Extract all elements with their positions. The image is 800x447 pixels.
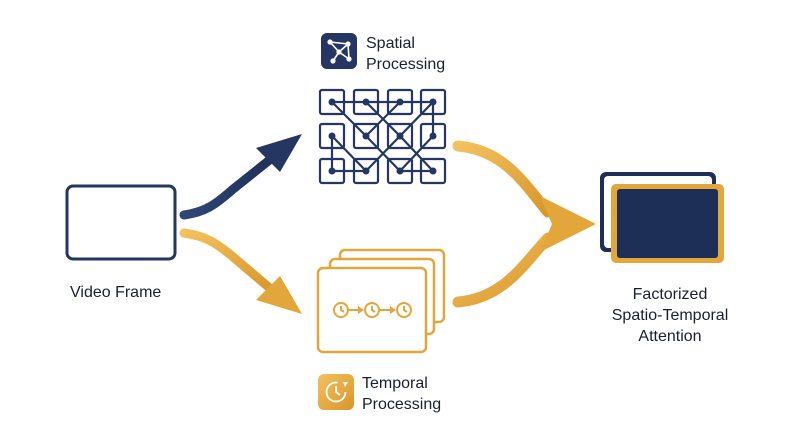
temporal-frame-stack bbox=[316, 248, 446, 354]
attention-label-line-2: Spatio-Temporal bbox=[611, 307, 729, 324]
temporal-label-line-2: Processing bbox=[362, 396, 442, 413]
video-frame-box bbox=[65, 184, 177, 261]
clock-cycle-icon bbox=[318, 374, 354, 410]
attention-arrowhead bbox=[540, 196, 596, 252]
temporal-processing-label: Temporal Processing bbox=[362, 373, 441, 415]
spatial-grid-nodes bbox=[328, 98, 437, 175]
spatial-label-line-2: Processing bbox=[366, 56, 446, 73]
arrow-to-spatial bbox=[179, 134, 302, 220]
clock-sequence-icon bbox=[333, 302, 412, 318]
network-graph-icon bbox=[321, 33, 357, 69]
attention-label-line-1: Factorized bbox=[632, 286, 708, 303]
arrow-spatial-to-attention bbox=[452, 140, 554, 218]
arrow-to-temporal bbox=[179, 228, 302, 314]
arrow-temporal-to-attention bbox=[452, 232, 554, 308]
attention-label: Factorized Spatio-Temporal Attention bbox=[588, 284, 752, 347]
video-frame-text: Video Frame bbox=[70, 284, 162, 301]
attention-output bbox=[600, 172, 724, 263]
spatial-processing-label: Spatial Processing bbox=[366, 33, 445, 75]
spatial-grid-icon bbox=[318, 88, 447, 185]
video-frame-label: Video Frame bbox=[70, 282, 161, 303]
temporal-label-line-1: Temporal bbox=[362, 375, 428, 392]
attention-label-line-3: Attention bbox=[638, 328, 702, 345]
spatial-label-line-1: Spatial bbox=[366, 35, 415, 52]
